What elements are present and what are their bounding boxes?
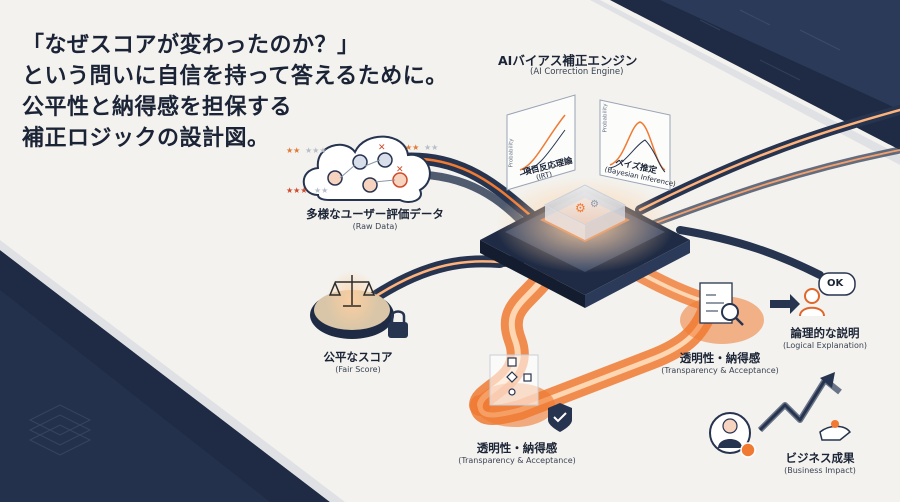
business-sub: (Business Impact)	[784, 466, 856, 475]
lock-icon	[388, 322, 408, 338]
raw-data-cloud: ✕ ✕	[302, 135, 431, 203]
fair-score-label: 公平なスコア	[323, 350, 393, 364]
star-rating-icon: ★★	[405, 143, 419, 152]
hand-coin-icon	[819, 425, 852, 441]
irt-panel	[506, 94, 576, 191]
engine-title: AIバイアス補正エンジン	[498, 53, 638, 68]
gear-icon: ⚙	[575, 201, 586, 215]
growth-arrow-icon	[758, 379, 827, 432]
star-rating-icon: ★★★	[286, 186, 308, 195]
flowchart-icon	[506, 357, 532, 396]
bayesian-panel	[599, 99, 671, 191]
logical-label: 論理的な説明	[790, 326, 860, 340]
svg-text:✕: ✕	[378, 143, 386, 153]
logical-sub: (Logical Explanation)	[782, 341, 868, 350]
transparency-right-sub: (Transparency & Acceptance)	[661, 366, 779, 375]
fair-score-sub: (Fair Score)	[335, 365, 381, 374]
headline-line-2: という問いに自信を持って答えるために。	[22, 64, 448, 89]
fair-score-node	[310, 270, 408, 339]
person-icon	[804, 288, 820, 304]
medal-icon	[740, 442, 756, 458]
speech-bubble-icon	[818, 272, 856, 296]
engine-chip: ⚙ ⚙	[480, 177, 690, 308]
magnifier-icon	[721, 303, 739, 321]
raw-data-label: 多様なユーザー評価データ	[306, 207, 444, 221]
transparency-node-right	[680, 282, 764, 344]
business-impact-node	[709, 372, 852, 458]
business-label: ビジネス成果	[785, 451, 855, 465]
headline: 「なぜスコアが変わったのか？」 という問いに自信を持って答えるために。 公平性と…	[22, 30, 448, 154]
svg-text:★★: ★★	[424, 143, 438, 152]
engine-subtitle: (AI Correction Engine)	[530, 67, 624, 77]
scale-icon	[328, 275, 376, 307]
headline-line-4: 補正ロジックの設計図。	[22, 126, 270, 151]
gear-icon: ⚙	[590, 199, 599, 210]
transparency-node-bottom	[475, 354, 572, 432]
svg-text:✕: ✕	[396, 165, 404, 175]
svg-text:★★★: ★★★	[305, 146, 327, 155]
svg-text:★★: ★★	[314, 186, 328, 195]
arrow-right-icon	[770, 294, 800, 314]
transparency-bottom-label: 透明性・納得感	[476, 441, 558, 455]
transparency-bottom-sub: (Transparency & Acceptance)	[458, 456, 576, 465]
ok-bubble-text: OK	[827, 278, 844, 289]
star-rating-icon: ★★	[286, 146, 300, 155]
logical-explanation-node	[770, 272, 856, 317]
irt-axis-label: Probability	[508, 138, 515, 168]
bayes-axis-label: Probability	[602, 103, 609, 133]
shield-check-icon	[548, 403, 572, 432]
headline-line-1: 「なぜスコアが変わったのか？」	[22, 33, 360, 58]
headline-line-3: 公平性と納得感を担保する	[22, 95, 293, 120]
transparency-right-label: 透明性・納得感	[679, 351, 761, 365]
raw-data-sub: (Raw Data)	[352, 222, 398, 231]
